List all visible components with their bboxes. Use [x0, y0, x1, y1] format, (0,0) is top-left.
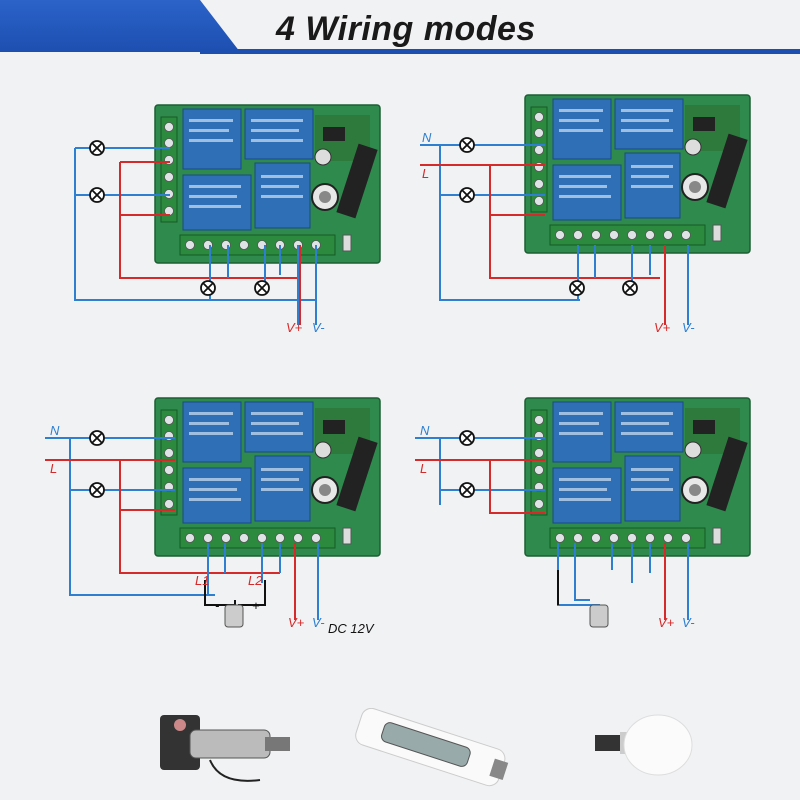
vplus-label: V+	[288, 615, 305, 630]
tubular-motor-icon	[340, 707, 520, 788]
header-rule	[200, 49, 800, 54]
vminus-label: V-	[312, 615, 325, 630]
vplus-label: V+	[286, 320, 303, 335]
l1-label: L1	[195, 573, 209, 588]
wiring-panel-3: N L L1 L2 + - V+ V- DC 12V	[40, 395, 400, 655]
n-label: N	[420, 423, 430, 438]
dc-label: DC 12V	[328, 621, 375, 636]
lamp-icon	[89, 430, 105, 498]
light-bulb-icon	[590, 710, 700, 785]
page-title: 4 Wiring modes	[276, 10, 536, 48]
motor-icon	[224, 604, 244, 628]
vminus-label: V-	[312, 320, 325, 335]
vplus-label: V+	[658, 615, 675, 630]
l2-label: L2	[248, 573, 263, 588]
header-accent	[0, 0, 240, 52]
vminus-label: V-	[682, 320, 695, 335]
wiring-panel-1: V+ V-	[60, 100, 390, 340]
wiring-panel-2: N L V+ V-	[410, 94, 770, 340]
plus-label: +	[252, 598, 260, 613]
header-banner: 4 Wiring modes	[0, 0, 800, 58]
vplus-label: V+	[654, 320, 671, 335]
l-label: L	[422, 166, 429, 181]
n-label: N	[50, 423, 60, 438]
vminus-label: V-	[682, 615, 695, 630]
l-label: L	[420, 461, 427, 476]
linear-actuator-icon	[150, 705, 300, 795]
n-label: N	[422, 130, 432, 145]
wiring-panel-4: N L V+ V-	[410, 395, 770, 655]
l-label: L	[50, 461, 57, 476]
lamp-icon	[459, 430, 475, 498]
motor-icon	[589, 604, 609, 628]
minus-label: -	[215, 598, 220, 613]
